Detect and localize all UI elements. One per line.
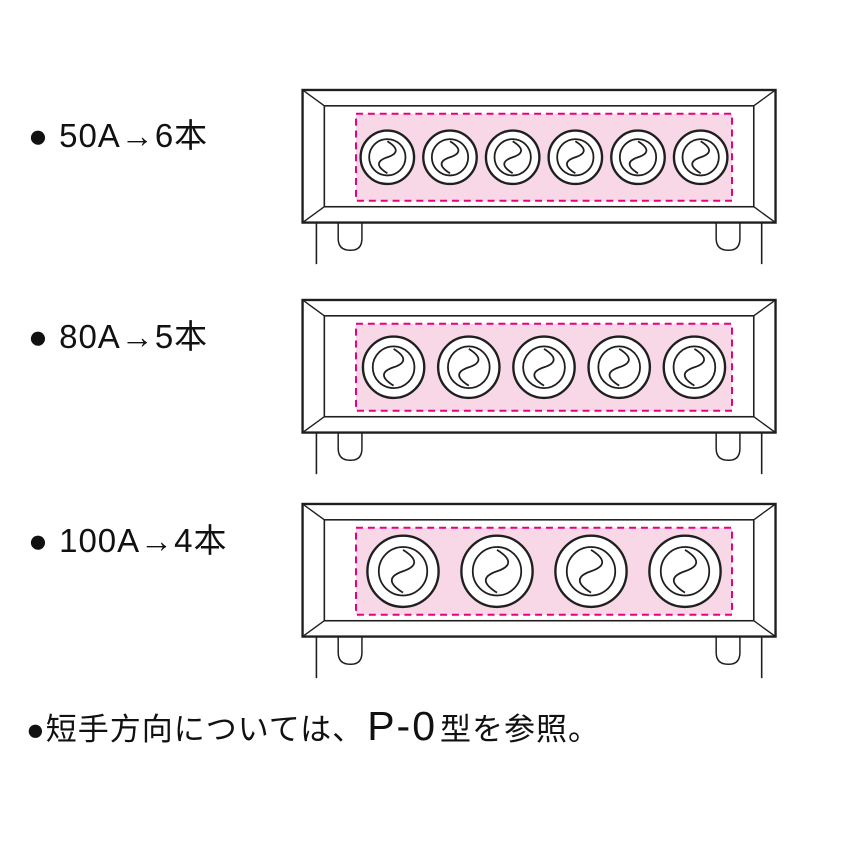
frame-miter-line — [753, 206, 776, 224]
frame-miter-line — [753, 620, 776, 638]
frame-miter-line — [302, 503, 325, 521]
trench-svg — [301, 298, 777, 475]
pipe-symbol — [366, 534, 440, 609]
pipe-break-s-curve — [503, 140, 522, 175]
pipe-count-label-50a: ● 50A→6本 — [28, 117, 209, 154]
pipe-symbol — [547, 129, 604, 186]
pipe-symbol — [587, 335, 652, 400]
left-foot — [337, 637, 363, 666]
model-reference: P-0 — [367, 703, 437, 749]
frame-miter-line — [753, 299, 776, 317]
pipe-symbol — [436, 335, 501, 400]
pipe-symbol — [554, 534, 628, 609]
frame-miter-line — [753, 503, 776, 521]
pipe-break-s-curve — [390, 549, 416, 594]
pipe-break-s-curve — [691, 140, 710, 175]
pipe-break-s-curve — [484, 549, 510, 594]
pipe-break-s-curve — [578, 549, 604, 594]
pipe-symbol — [361, 335, 426, 400]
pipe-break-s-curve — [683, 348, 705, 387]
right-foot — [715, 433, 741, 462]
footnote-suffix: 型を参照。 — [440, 712, 600, 747]
left-foot — [337, 223, 363, 252]
frame-miter-line — [753, 89, 776, 107]
pipe-break-s-curve — [440, 140, 460, 175]
footnote-prefix: ●短手方向については、 — [26, 712, 365, 747]
pipe-symbol — [359, 129, 416, 186]
footnote: ●短手方向については、P-0型を参照。 — [26, 703, 600, 750]
pipe-count-label-100a: ● 100A→4本 — [28, 522, 228, 559]
pipe-break-s-curve — [566, 140, 585, 175]
pipe-break-s-curve — [378, 140, 397, 175]
frame-miter-line — [302, 299, 325, 317]
trench-svg — [301, 88, 777, 265]
pipe-zone — [355, 112, 733, 202]
pipe-symbol — [610, 129, 666, 186]
trench-diagram-50a — [296, 88, 792, 276]
pipe-symbol — [512, 335, 576, 400]
pipe-break-s-curve — [383, 348, 405, 387]
pipe-symbol — [484, 129, 541, 186]
right-foot — [715, 223, 741, 252]
pipe-symbol — [648, 534, 722, 609]
pipe-break-s-curve — [672, 549, 698, 594]
pipe-break-s-curve — [458, 348, 480, 387]
frame-miter-line — [302, 620, 325, 638]
pipe-break-s-curve — [608, 348, 630, 387]
pipe-break-s-curve — [628, 140, 648, 175]
pipe-symbol — [672, 129, 729, 186]
trench-diagram-100a — [296, 502, 792, 690]
pipe-symbol — [662, 335, 727, 400]
frame-miter-line — [302, 416, 325, 434]
trench-diagram-80a — [296, 298, 792, 486]
frame-miter-line — [302, 89, 325, 107]
right-foot — [715, 637, 741, 666]
left-foot — [337, 433, 363, 462]
pipe-break-s-curve — [533, 348, 555, 387]
pipe-count-label-80a: ● 80A→5本 — [28, 318, 209, 355]
trench-svg — [301, 502, 777, 679]
frame-miter-line — [302, 206, 325, 224]
frame-miter-line — [753, 416, 776, 434]
pipe-symbol — [422, 129, 478, 186]
pipe-symbol — [460, 534, 534, 609]
